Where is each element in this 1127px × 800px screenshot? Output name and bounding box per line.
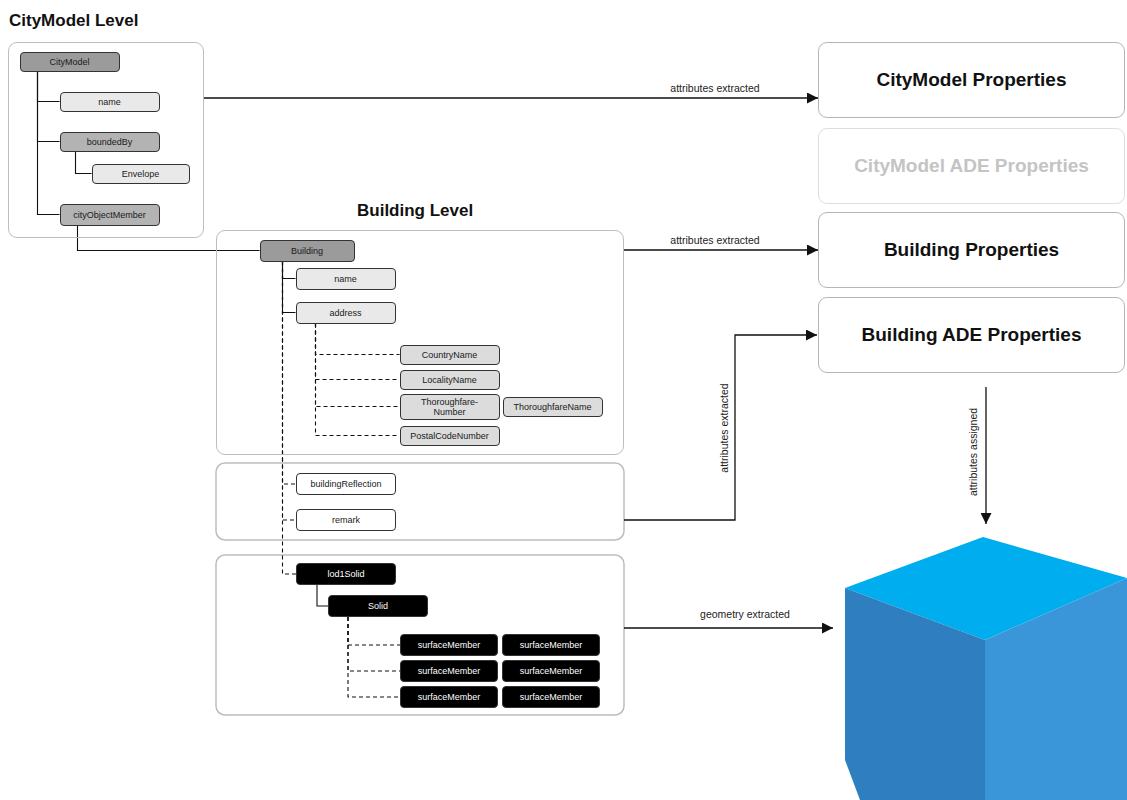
tree-connector [316,324,400,436]
element-name: CountryName [422,350,478,360]
element-box: ThoroughfareName [503,397,603,417]
arrow-label: attributes assigned [967,405,980,499]
property-title: CityModel ADE Properties [854,155,1089,177]
level-heading: Building Level [357,201,473,221]
element-name: buildingReflection [310,479,381,489]
element-box: CountryName [400,345,500,365]
element-name: surfaceMember [520,692,583,702]
group-box [216,463,624,540]
element-name: LocalityName [422,375,477,385]
element-name: surfaceMember [520,640,583,650]
tree-connector [316,324,400,407]
group-box [216,555,624,715]
property-box: CityModel Properties [818,42,1125,118]
element-name: Solid [368,601,388,611]
element-box: CityModel [20,52,120,72]
element-box: name [296,268,396,290]
tree-connector [283,262,296,279]
element-box: address [296,302,396,324]
element-name: PostalCodeNumber [410,431,489,441]
element-box: surfaceMember [400,686,498,708]
element-box: cityObjectMember [60,204,160,226]
layout-graphics [216,335,1127,800]
element-box: boundedBy [60,132,160,152]
tree-connector [38,72,60,215]
element-box: Solid [328,595,428,617]
extract-arrow [624,249,818,250]
element-box: Thoroughfare-Number [400,394,500,420]
element-name: lod1Solid [327,569,364,579]
element-box: surfaceMember [502,686,600,708]
element-box: LocalityName [400,370,500,390]
tree-connector [316,324,400,355]
edge-label: attributes extracted [667,82,762,95]
property-box: Building Properties [818,212,1125,288]
element-name: cityObjectMember [73,210,146,220]
element-box: remark [296,509,396,531]
element-name: surfaceMember [418,640,481,650]
edge-label: attributes extracted [667,234,762,247]
element-name: ThoroughfareName [513,402,591,412]
element-box: name [60,92,160,112]
tree-connector [348,617,400,697]
tree-connector [348,617,400,645]
element-name: Thoroughfare-Number [415,397,485,417]
tree-connector [283,262,297,575]
property-title: Building Properties [884,239,1059,261]
tree-connector [348,617,400,671]
element-box: buildingReflection [296,473,396,495]
property-title: Building ADE Properties [862,324,1082,346]
cube-left [845,588,985,800]
group-box: Building LevelBuildingnameaddressCountry… [216,230,624,455]
property-box: CityModel ADE Properties [818,128,1125,204]
arrow-label: attributes extracted [718,380,731,475]
element-name: remark [332,515,360,525]
extract-arrow [204,97,818,98]
geometry-arrow [624,627,833,628]
tree-connector [283,262,296,313]
tree-connector [38,72,60,102]
element-name: surfaceMember [418,666,481,676]
element-box: Envelope [92,164,190,184]
element-name: CityModel [49,57,89,67]
element-box: surfaceMember [502,660,600,682]
element-name: name [98,97,121,107]
cube-right [985,578,1127,800]
assign-arrow [985,387,986,524]
element-box: surfaceMember [502,634,600,656]
tree-connector [317,585,328,606]
element-box: Building [260,240,355,262]
element-name: surfaceMember [418,692,481,702]
element-name: boundedBy [87,137,133,147]
element-box: PostalCodeNumber [400,426,500,446]
tree-connector [76,152,92,174]
tree-connector [283,262,297,521]
element-name: Building [291,246,323,256]
arrow-label: geometry extracted [697,608,793,621]
tree-connector [283,262,297,485]
tree-connector [38,72,60,142]
element-box: surfaceMember [400,660,498,682]
property-title: CityModel Properties [876,69,1066,91]
tree-connector [316,324,400,380]
property-box: Building ADE Properties [818,297,1125,373]
element-name: address [329,308,361,318]
element-name: name [334,274,357,284]
element-name: Envelope [122,169,160,179]
element-box: surfaceMember [400,634,498,656]
extract-arrow [624,335,817,520]
element-name: surfaceMember [520,666,583,676]
level-heading: CityModel Level [9,11,138,31]
element-box: lod1Solid [296,563,396,585]
group-box: CityModel LevelCityModelnameboundedByEnv… [8,42,204,238]
